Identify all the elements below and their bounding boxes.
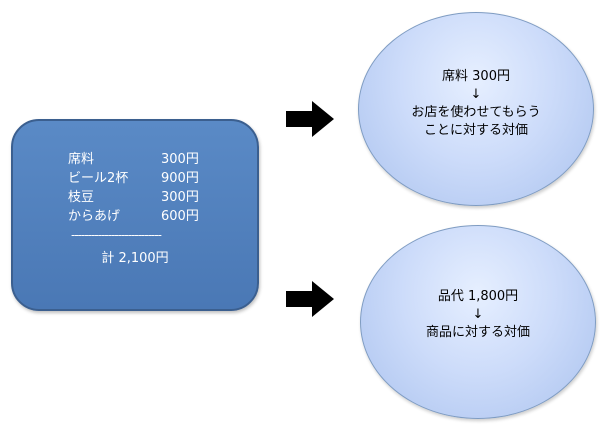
product-charge-desc: 商品に対する対価 bbox=[425, 325, 530, 340]
right-arrow-icon bbox=[286, 281, 334, 317]
item-price: 300円 bbox=[161, 152, 199, 167]
item-price: 300円 bbox=[161, 190, 199, 205]
receipt-divider: --------------------------- bbox=[71, 228, 162, 242]
receipt-row-seat: 席料 300円 bbox=[13, 150, 257, 170]
down-arrow-icon: ↓ bbox=[470, 87, 482, 102]
item-name: 枝豆 bbox=[68, 190, 95, 205]
bottom-circle: 品代 1,800円 ↓ 商品に対する対価 bbox=[360, 225, 596, 419]
item-name: ビール2杯 bbox=[68, 171, 129, 186]
product-charge-label: 品代 1,800円 bbox=[437, 289, 519, 304]
receipt-row-karaage: からあげ 600円 bbox=[13, 207, 257, 227]
item-name: からあげ bbox=[68, 209, 121, 224]
item-name: 席料 bbox=[68, 152, 95, 167]
item-price: 600円 bbox=[161, 209, 199, 224]
seat-charge-desc-2: ことに対する対価 bbox=[423, 123, 528, 138]
item-price: 900円 bbox=[161, 171, 199, 186]
right-arrow-icon bbox=[286, 101, 334, 137]
down-arrow-icon: ↓ bbox=[472, 307, 484, 322]
seat-charge-label: 席料 300円 bbox=[442, 69, 510, 84]
receipt-box: 席料 300円 ビール2杯 900円 枝豆 300円 からあげ 600円 ---… bbox=[11, 119, 259, 311]
receipt-row-edamame: 枝豆 300円 bbox=[13, 188, 257, 208]
seat-charge-desc-1: お店を使わせてもらう bbox=[411, 105, 541, 120]
receipt-row-beer: ビール2杯 900円 bbox=[13, 169, 257, 189]
top-circle: 席料 300円 ↓ お店を使わせてもらう ことに対する対価 bbox=[358, 12, 594, 206]
receipt-total: 計 2,100円 bbox=[101, 251, 169, 266]
